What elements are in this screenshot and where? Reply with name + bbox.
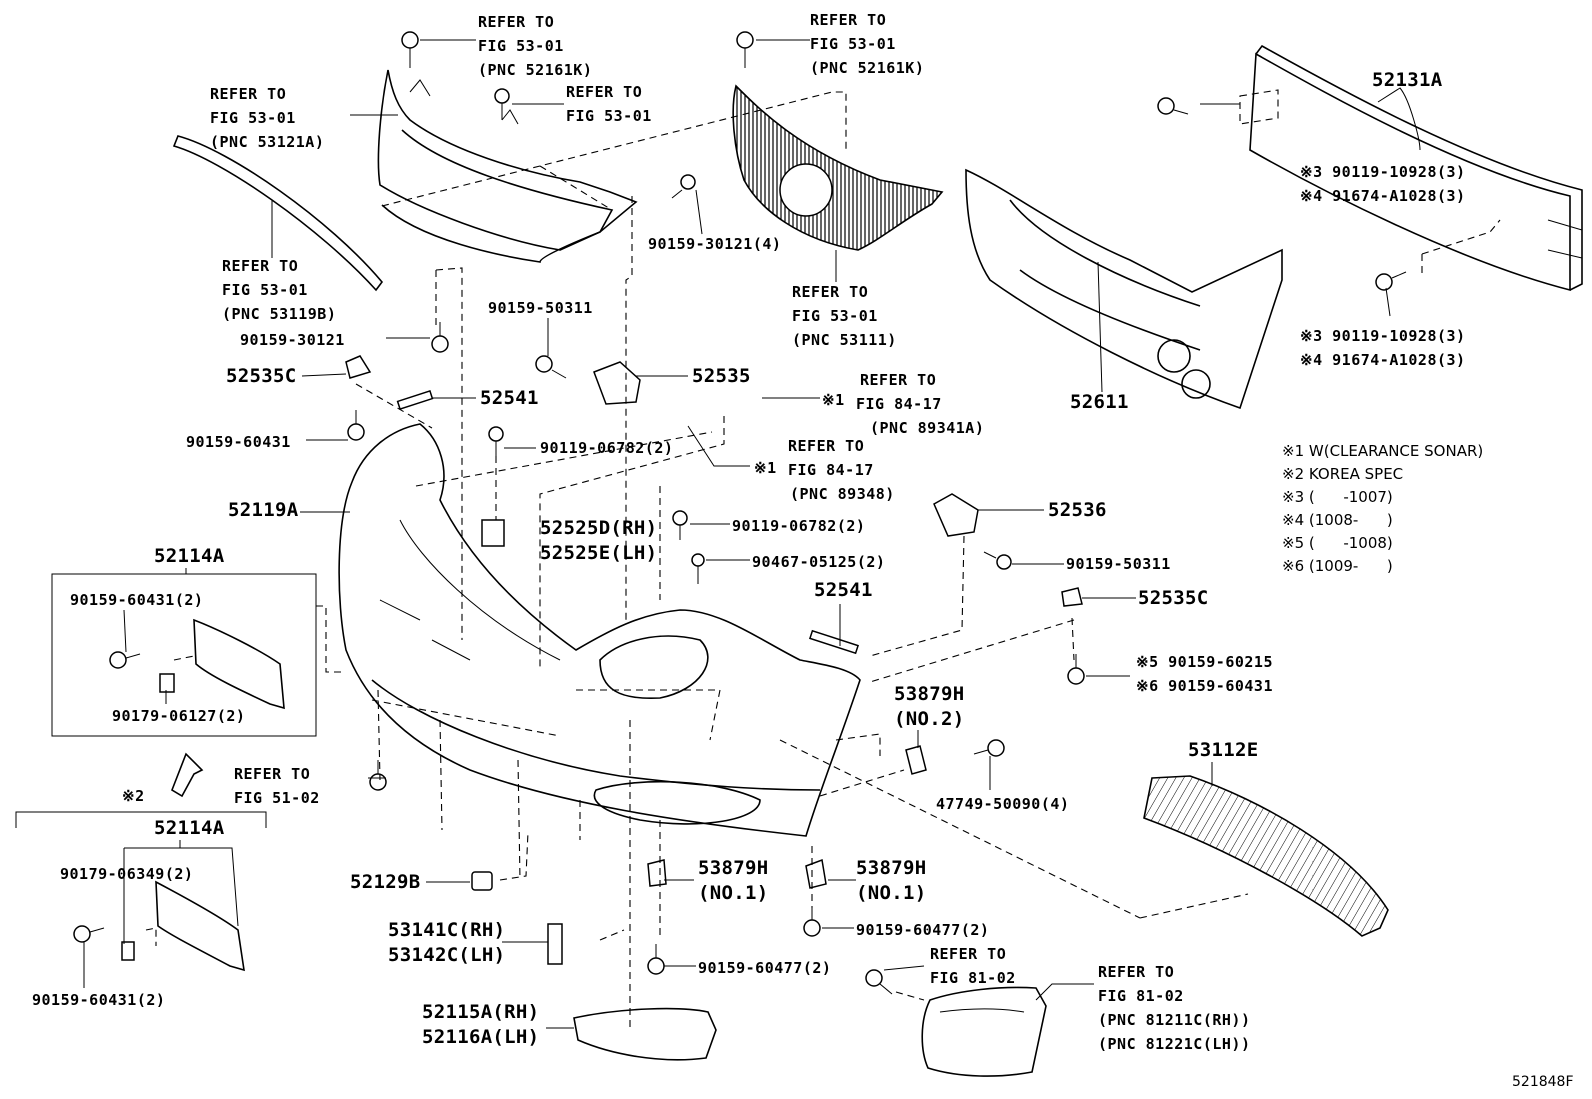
nut-90179-06127: [159, 673, 175, 693]
seal-52541-left: [396, 389, 434, 411]
retainer-52129b: [471, 871, 493, 891]
screw-90159-50311-right: 90159-50311: [1066, 555, 1171, 573]
part-53112e: 53112E: [1188, 739, 1259, 761]
part-53879h-no2: 53879H(NO.2): [894, 683, 965, 730]
part-52115a-52116a: 52115A(RH)52116A(LH): [422, 1001, 540, 1048]
dashed-alignment-lines: [145, 89, 1501, 1030]
part-52611: 52611: [1070, 391, 1129, 413]
part-53141c-53142c: 53141C(RH)53142C(LH): [388, 919, 506, 966]
korea-spec-mark: ※2: [122, 787, 145, 805]
grille-53111: [732, 84, 944, 251]
leader-lines: [83, 39, 1421, 1029]
part-52525d-52525e: 52525D(RH)52525E(LH): [540, 517, 658, 564]
grille-frame-53121a: [377, 69, 638, 263]
sonar-bracket-52536: [933, 493, 979, 537]
screw-90159-60477-left: 90159-60477(2): [698, 959, 832, 977]
seal-52541-right: [808, 629, 860, 655]
part-52541-left: 52541: [480, 387, 539, 409]
lower-grille-53112e: [1143, 775, 1389, 937]
screw-91674-a1028-bottom: ※4 91674-A1028(3): [1300, 351, 1466, 369]
bumper-cover-52119a: [338, 423, 861, 837]
arrow-up: [171, 752, 204, 798]
screw-90119-10928-bottom: ※3 90119-10928(3): [1300, 327, 1466, 345]
screw-90159-30121-4: 90159-30121(4): [648, 235, 782, 253]
screw-90119-06782-a: 90119-06782(2): [540, 439, 674, 457]
retainer-53879h-top: [905, 745, 927, 775]
retainer-53141c: [547, 923, 563, 965]
inset-box-52114a: [51, 573, 317, 737]
retainer-53879h-right: [805, 858, 827, 889]
part-52535c-left: 52535C: [226, 365, 297, 387]
license-bracket-52114a-korea: [155, 880, 245, 972]
sonar-bracket-52535: [593, 361, 641, 405]
retainer-52535c-left: [345, 355, 372, 379]
korea-spec-bracket: [15, 811, 267, 828]
screw-90159-60431-inset: 90159-60431(2): [70, 591, 204, 609]
note-5: ※5 ( -1008): [1282, 534, 1393, 552]
clip-90467-05125: 90467-05125(2): [752, 553, 886, 571]
part-52114a-inset: 52114A: [154, 545, 225, 567]
note-3: ※3 ( -1007): [1282, 488, 1393, 506]
retainer-52535c-right: [1061, 587, 1083, 607]
note-4: ※4 (1008- ): [1282, 511, 1393, 529]
part-52129b: 52129B: [350, 871, 421, 893]
screw-91674-a1028-top: ※4 91674-A1028(3): [1300, 187, 1466, 205]
nut-90179-06349-label: 90179-06349(2): [60, 865, 194, 883]
retainer-53879h-left: [647, 859, 667, 887]
part-52535: 52535: [692, 365, 751, 387]
part-53879h-no1-left: 53879H(NO.1): [698, 857, 769, 904]
nut-90179-06349: [121, 941, 135, 961]
part-52541-right: 52541: [814, 579, 873, 601]
screw-90119-06782-b: 90119-06782(2): [732, 517, 866, 535]
license-bracket-52114a: [193, 618, 285, 710]
part-52535c-right: 52535C: [1138, 587, 1209, 609]
screw-90159-60215: ※5 90159-60215: [1136, 653, 1273, 671]
clip-47749-50090: 47749-50090(4): [936, 795, 1070, 813]
sonar-mark-a: ※1: [822, 391, 845, 409]
retainer-52525d: [481, 519, 505, 547]
screw-90159-60431-korea: 90159-60431(2): [32, 991, 166, 1009]
part-53879h-no1-right: 53879H(NO.1): [856, 857, 927, 904]
fog-lamp: [921, 986, 1047, 1077]
grille-molding-53119b: [172, 135, 384, 292]
part-52131a: 52131A: [1372, 69, 1443, 91]
bumper-support-52115a: [573, 1007, 717, 1061]
part-52114a-korea: 52114A: [154, 817, 225, 839]
note-2: ※2 KOREA SPEC: [1282, 465, 1404, 483]
note-1: ※1 W(CLEARANCE SONAR): [1282, 442, 1484, 460]
notes-legend: ※1 W(CLEARANCE SONAR) ※2 KOREA SPEC ※3 (…: [1282, 440, 1483, 578]
screw-90159-60431-spec6: ※6 90159-60431: [1136, 677, 1273, 695]
note-6: ※6 (1009- ): [1282, 557, 1393, 575]
bumper-reinforcement-52131a: [1249, 44, 1583, 292]
screw-90159-60431: 90159-60431: [186, 433, 291, 451]
nut-90179-06127-label: 90179-06127(2): [112, 707, 246, 725]
part-52536: 52536: [1048, 499, 1107, 521]
part-52119a: 52119A: [228, 499, 299, 521]
screw-90159-30121: 90159-30121: [240, 331, 345, 349]
energy-absorber-52611: [965, 168, 1283, 410]
screw-90159-60477-right: 90159-60477(2): [856, 921, 990, 939]
sonar-mark-b: ※1: [754, 459, 777, 477]
figure-id: 521848F: [1512, 1074, 1574, 1090]
screw-90159-50311-left: 90159-50311: [488, 299, 593, 317]
screw-90119-10928-top: ※3 90119-10928(3): [1300, 163, 1466, 181]
